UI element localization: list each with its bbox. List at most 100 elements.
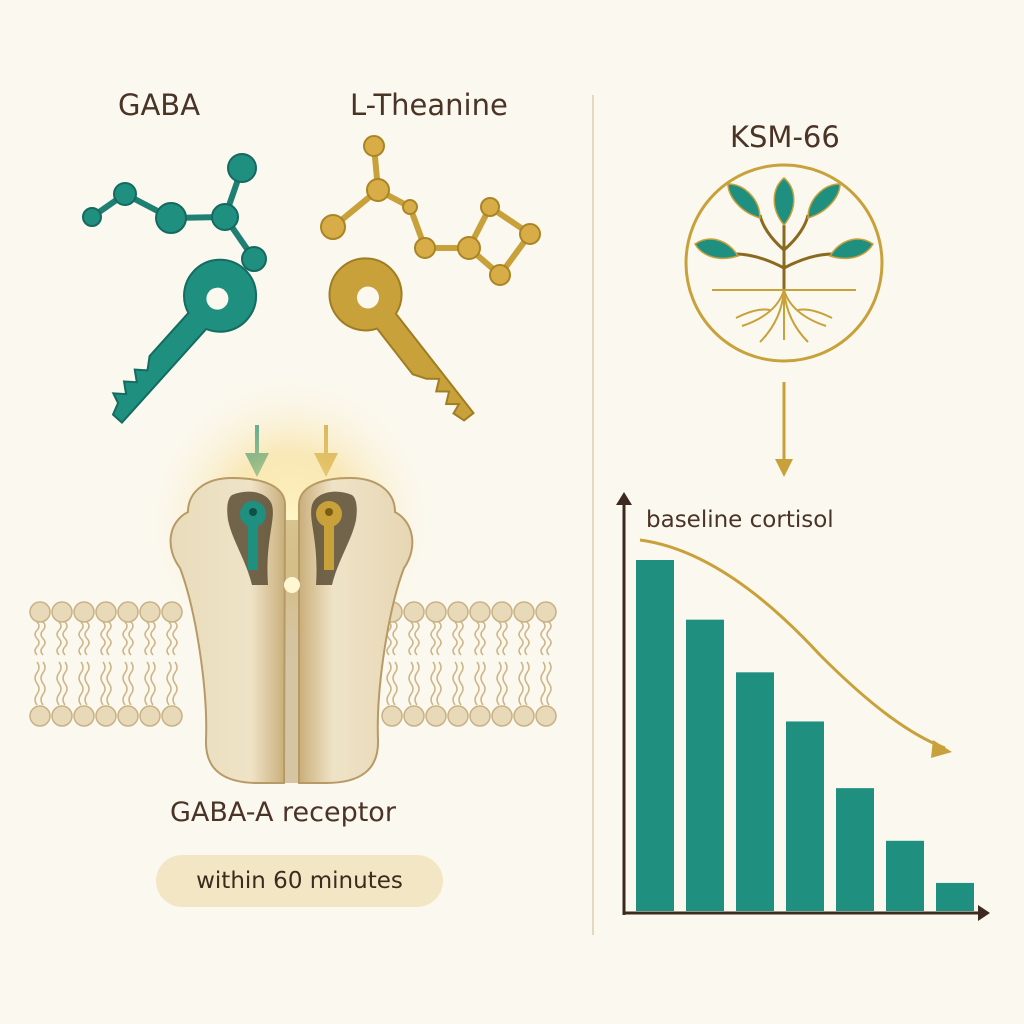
lipid-tail (100, 661, 106, 706)
lipid-tail (144, 661, 150, 706)
lipid-head (513, 705, 535, 727)
lipid-tail (436, 661, 442, 706)
bar-4 (786, 721, 824, 911)
lipid-tail (414, 621, 420, 656)
lipid-head (95, 601, 117, 623)
lipid-tail (458, 621, 464, 656)
lipid-tail (128, 661, 134, 706)
lipid-tail (524, 661, 530, 706)
lipid-head (139, 601, 161, 623)
lipid-head (117, 705, 139, 727)
lipid-tail (386, 661, 392, 706)
lipid-tail (84, 661, 90, 706)
lipid-tail (172, 661, 178, 706)
lipid-head (95, 705, 117, 727)
lipid-tail (150, 661, 156, 706)
lipid-tail (518, 621, 524, 656)
lipid-tail (40, 661, 46, 706)
lipid-head (73, 705, 95, 727)
theanine-label: L-Theanine (350, 88, 508, 122)
lipid-tail (546, 621, 552, 656)
lipid-tail (40, 621, 46, 656)
gaba-label: GABA (118, 88, 201, 122)
lipid-head (51, 601, 73, 623)
lipid-tail (78, 661, 84, 706)
teal-key-icon (111, 258, 258, 425)
lipid-tail (436, 621, 442, 656)
lipid-tail (56, 621, 62, 656)
receptor-label: GABA-A receptor (170, 797, 396, 828)
lipid-tail (480, 661, 486, 706)
lipid-tail (518, 661, 524, 706)
gold-key-icon (328, 257, 475, 422)
lipid-tail (474, 621, 480, 656)
lipid-tail (172, 621, 178, 656)
lipid-tail (540, 661, 546, 706)
lipid-tail (150, 621, 156, 656)
lipid-tail (122, 661, 128, 706)
lipid-tail (78, 621, 84, 656)
lipid-head (425, 601, 447, 623)
trend-line (639, 538, 946, 750)
lipid-head (117, 601, 139, 623)
lipid-head (469, 705, 491, 727)
lipid-head (51, 705, 73, 727)
lipid-head (161, 601, 183, 623)
lipid-head (491, 705, 513, 727)
lipid-tail (496, 661, 502, 706)
lipid-head (469, 601, 491, 623)
bar-2 (686, 619, 724, 911)
lipid-head (161, 705, 183, 727)
lipid-head (381, 705, 403, 727)
lipid-tail (540, 621, 546, 656)
lipid-tail (392, 621, 398, 656)
lipid-tail (546, 661, 552, 706)
time-badge-text: within 60 minutes (196, 868, 403, 894)
lipid-tail (34, 621, 40, 656)
gaba-a-receptor-icon (169, 476, 414, 784)
lipid-head (447, 705, 469, 727)
cell-membrane (29, 601, 557, 727)
gaba-molecule-icon (82, 153, 267, 272)
bar-5 (836, 788, 874, 911)
bar-7 (936, 882, 974, 911)
lipid-tail (106, 621, 112, 656)
lipid-tail (480, 621, 486, 656)
lipid-tail (34, 661, 40, 706)
lipid-tail (430, 661, 436, 706)
lipid-head (535, 705, 557, 727)
lipid-tail (122, 621, 128, 656)
lipid-head (29, 601, 51, 623)
lipid-tail (408, 621, 414, 656)
lipid-tail (452, 661, 458, 706)
lipid-tail (166, 621, 172, 656)
lipid-head (403, 601, 425, 623)
lipid-head (403, 705, 425, 727)
lipid-head (491, 601, 513, 623)
time-badge: within 60 minutes (156, 855, 443, 907)
bar-6 (886, 840, 924, 911)
lipid-tail (524, 621, 530, 656)
lipid-tail (392, 661, 398, 706)
lipid-head (139, 705, 161, 727)
bar-1 (636, 560, 674, 911)
lipid-head (73, 601, 95, 623)
lipid-tail (452, 621, 458, 656)
lipid-head (535, 601, 557, 623)
lipid-head (29, 705, 51, 727)
lipid-tail (144, 621, 150, 656)
lipid-tail (386, 621, 392, 656)
baseline-cortisol-label: baseline cortisol (646, 507, 834, 533)
ksm-66-label: KSM-66 (730, 120, 840, 154)
lipid-tail (56, 661, 62, 706)
lipid-tail (414, 661, 420, 706)
lipid-head (447, 601, 469, 623)
lipid-tail (128, 621, 134, 656)
plant-icon (684, 163, 884, 363)
lipid-tail (430, 621, 436, 656)
lipid-tail (502, 661, 508, 706)
lipid-tail (408, 661, 414, 706)
lipid-tail (62, 621, 68, 656)
